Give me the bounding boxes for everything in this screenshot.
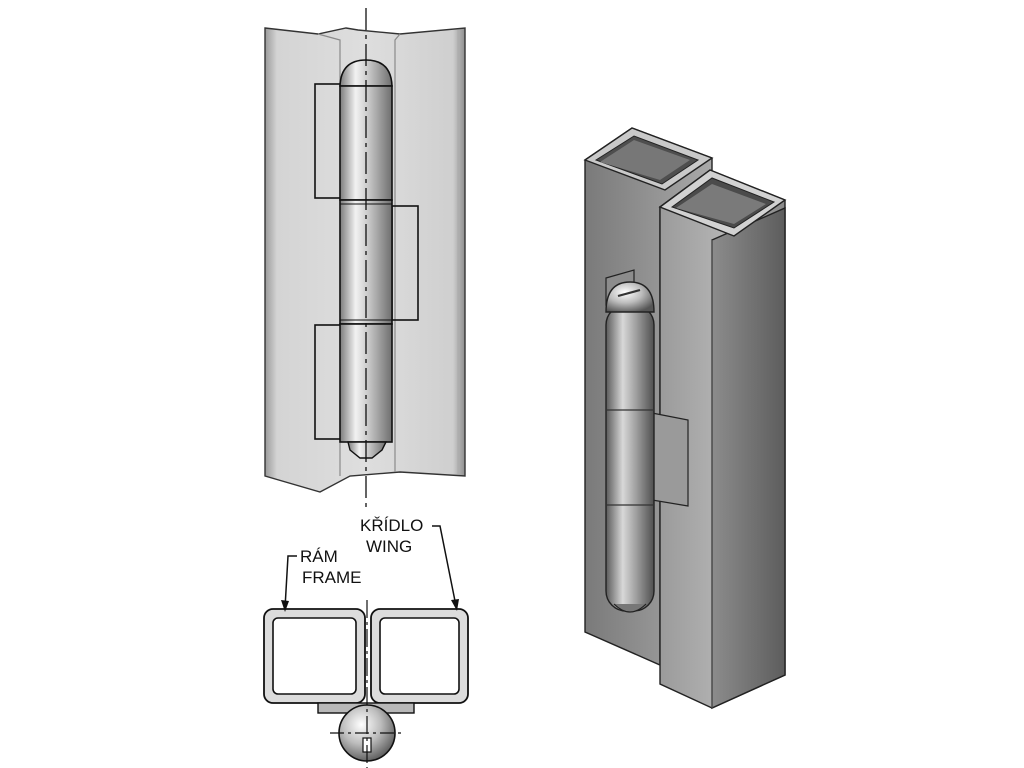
iso-hinge-barrel — [605, 281, 655, 613]
wing-tube-inner — [379, 617, 460, 695]
wing-leader-arrow — [451, 599, 459, 611]
label-wing-cz: KŘÍDLO — [360, 516, 423, 535]
frame-leader-line — [284, 555, 297, 609]
isometric-view — [583, 127, 787, 710]
section-view — [263, 600, 469, 768]
label-frame-en: FRAME — [302, 568, 362, 587]
iso-barrel-dome — [605, 281, 655, 313]
label-frame-cz: RÁM — [300, 547, 338, 566]
frame-tube-inner — [272, 617, 357, 695]
iso-wing-tube — [658, 169, 787, 710]
plate-groove-right — [394, 33, 401, 472]
barrel-pin-end — [347, 441, 388, 459]
iso-hinge-leaf-middle — [651, 412, 689, 507]
front-view — [264, 8, 466, 508]
frame-leader-arrow — [281, 600, 289, 612]
label-wing-en: WING — [366, 537, 412, 556]
wing-leader-line — [432, 525, 457, 607]
